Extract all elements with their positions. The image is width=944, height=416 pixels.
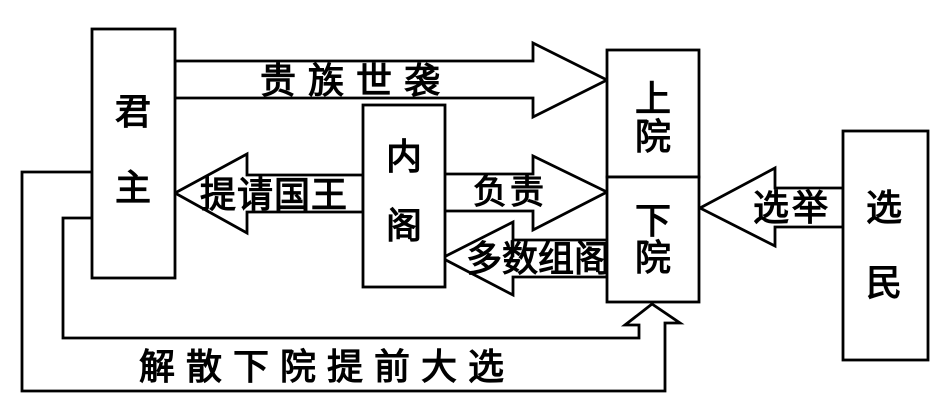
majority-forms-cabinet-label: 多数组阁	[466, 238, 610, 279]
dissolve-early-election-arrow	[20, 170, 685, 393]
request-king-arrow	[172, 151, 365, 236]
dissolve-early-election-label: 解散下院提前大选	[139, 347, 515, 387]
voters-label-char-2: 民	[866, 263, 902, 303]
hereditary-peerage-label: 贵族世袭	[260, 61, 452, 101]
upper-house-box	[605, 48, 701, 179]
arrow-shapes	[20, 40, 845, 393]
election-label: 选举	[753, 188, 831, 228]
request-king-label: 提请国王	[200, 175, 348, 215]
cabinet-box	[361, 103, 447, 289]
lower-house-label-char-2: 院	[635, 238, 671, 278]
lower-house-box	[605, 175, 701, 304]
entity-boxes	[90, 27, 930, 362]
voters-box	[841, 129, 930, 362]
voters-label-char-1: 选	[866, 188, 902, 228]
responsible-arrow	[440, 153, 611, 233]
monarch-box	[90, 27, 177, 280]
monarch-label-char-1: 君	[115, 92, 151, 132]
arrow-labels: 贵族世袭 提请国王 负责 多数组阁 选举 解散下院提前大选	[139, 61, 831, 387]
cabinet-label-char-2: 阁	[386, 205, 422, 246]
monarch-label-char-2: 主	[115, 168, 151, 208]
responsible-label: 负责	[473, 174, 547, 212]
election-arrow	[696, 165, 845, 249]
upper-house-label-char-2: 院	[635, 117, 671, 157]
box-labels: 君 主 内 阁 上 院 下 院 选 民	[115, 79, 902, 303]
majority-forms-cabinet-arrow	[438, 219, 609, 298]
upper-house-label-char-1: 上	[635, 79, 671, 119]
cabinet-label-char-1: 内	[386, 137, 422, 177]
lower-house-label-char-1: 下	[635, 201, 671, 241]
hereditary-peerage-arrow	[173, 40, 611, 120]
